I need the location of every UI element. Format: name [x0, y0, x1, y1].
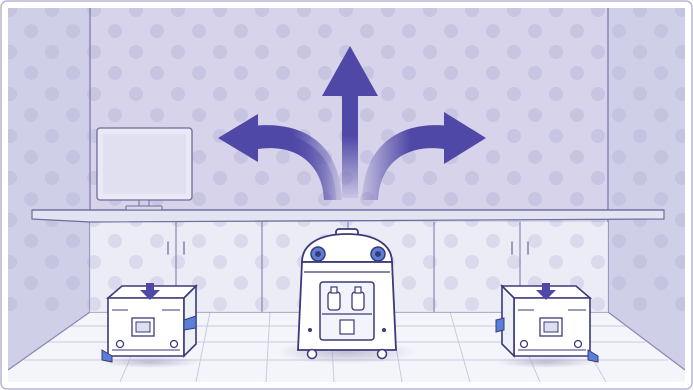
- monitor-icon: [97, 128, 192, 210]
